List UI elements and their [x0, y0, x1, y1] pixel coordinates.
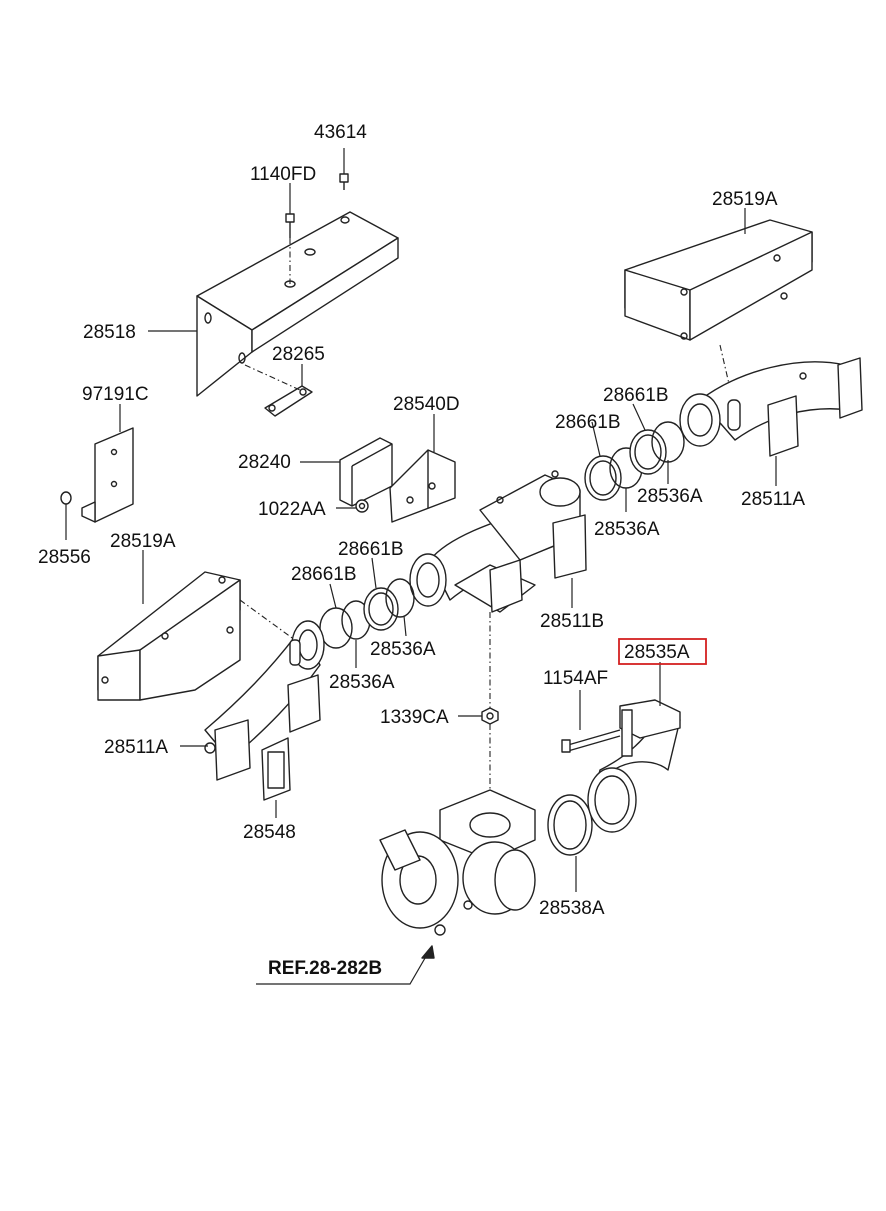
label-28519A-top[interactable]: 28519A [712, 189, 778, 210]
label-1140FD[interactable]: 1140FD [250, 164, 316, 185]
bolt-43614[interactable] [339, 173, 349, 190]
label-28548[interactable]: 28548 [243, 822, 296, 843]
label-28511A-left[interactable]: 28511A [104, 737, 168, 758]
label-97191C[interactable]: 97191C [82, 384, 149, 405]
label-28536A-r2[interactable]: 28536A [594, 519, 660, 540]
ring-28661B-r2[interactable] [629, 429, 667, 475]
label-28536A-l1[interactable]: 28536A [370, 639, 436, 660]
bolt-1140FD[interactable] [285, 213, 295, 238]
gasket-28548[interactable] [261, 737, 291, 801]
bolt-1022AA[interactable] [355, 499, 369, 513]
label-ref-28-282B[interactable]: REF.28-282B [268, 958, 382, 979]
label-28265[interactable]: 28265 [272, 344, 325, 365]
bracket-28540D[interactable] [389, 449, 456, 523]
plate-97191C[interactable] [81, 427, 134, 523]
label-28536A-r1[interactable]: 28536A [637, 486, 703, 507]
ring-28661B-l1[interactable] [363, 587, 399, 631]
ring-28538A[interactable] [547, 794, 593, 856]
label-1339CA[interactable]: 1339CA [380, 707, 449, 728]
label-28519A-left[interactable]: 28519A [110, 531, 176, 552]
nut-1339CA[interactable] [481, 707, 499, 725]
label-28661B-l2[interactable]: 28661B [291, 564, 357, 585]
stud-1154AF[interactable] [561, 729, 621, 753]
bracket-28240[interactable] [339, 437, 393, 507]
highlight-box-28535A [618, 638, 707, 665]
elbow-pipe-28535A[interactable] [587, 699, 681, 833]
ring-28661B-l2[interactable] [385, 578, 415, 618]
label-28538A[interactable]: 28538A [539, 898, 605, 919]
ring-28661B-r1[interactable] [584, 455, 622, 501]
label-43614[interactable]: 43614 [314, 122, 367, 143]
heat-shield-28519A-left[interactable] [97, 571, 241, 701]
label-28511B[interactable]: 28511B [540, 611, 604, 632]
turbocharger[interactable] [379, 789, 536, 936]
label-28661B-l1[interactable]: 28661B [338, 539, 404, 560]
exhaust-manifold-28511A-right[interactable] [679, 357, 863, 457]
exhaust-manifold-28511B-center[interactable] [409, 470, 587, 613]
label-28536A-l2[interactable]: 28536A [329, 672, 395, 693]
exhaust-manifold-28511A-left[interactable] [204, 620, 325, 781]
heat-shield-28518[interactable] [196, 211, 399, 397]
label-28240[interactable]: 28240 [238, 452, 291, 473]
label-28556[interactable]: 28556 [38, 547, 91, 568]
label-28511A-right[interactable]: 28511A [741, 489, 805, 510]
label-28661B-r1[interactable]: 28661B [603, 385, 669, 406]
heat-shield-28519A-right[interactable] [624, 219, 813, 341]
label-1154AF[interactable]: 1154AF [543, 668, 608, 689]
bracket-28265[interactable] [264, 385, 313, 417]
label-28540D[interactable]: 28540D [393, 394, 460, 415]
label-28518[interactable]: 28518 [83, 322, 136, 343]
label-28661B-r2[interactable]: 28661B [555, 412, 621, 433]
label-28535A[interactable]: 28535A [624, 642, 690, 663]
ring-28536A-l2[interactable] [319, 607, 353, 649]
washer-28556[interactable] [60, 491, 72, 505]
label-1022AA[interactable]: 1022AA [258, 499, 326, 520]
